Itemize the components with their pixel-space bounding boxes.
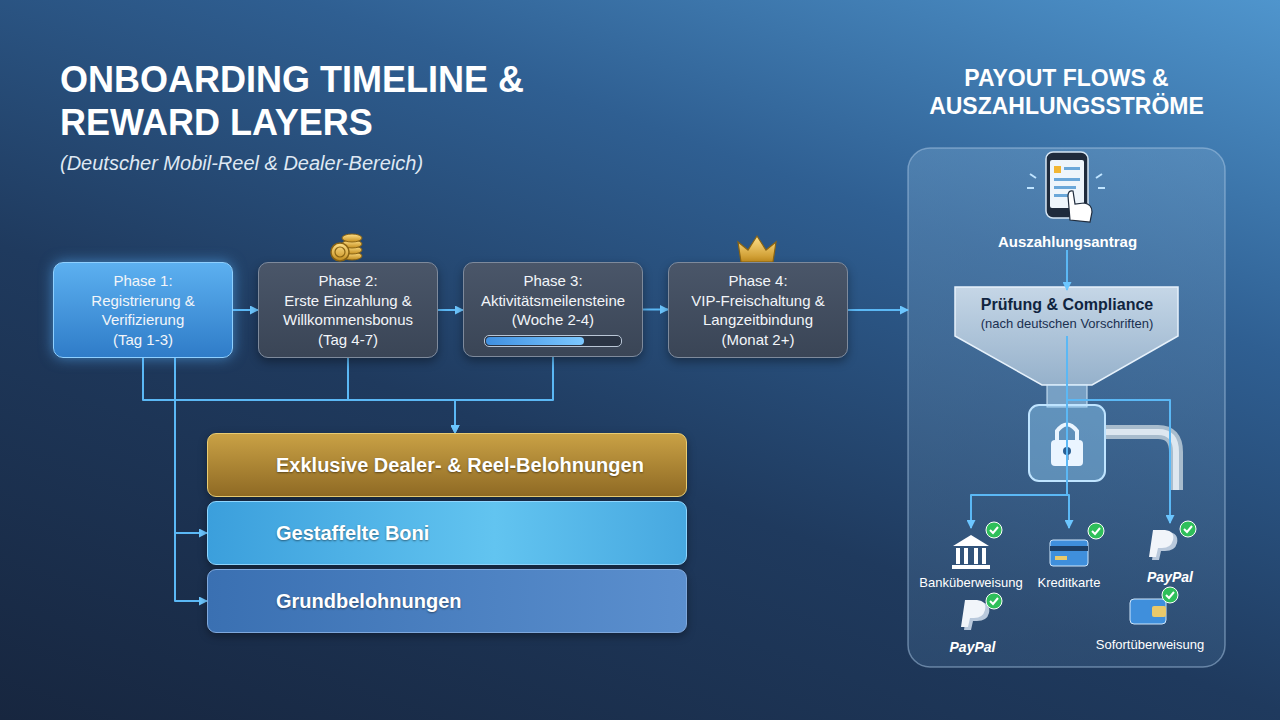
phase-box: Phase 1:Registrierung & Verifizierung(Ta… bbox=[53, 262, 233, 358]
card-icon bbox=[1050, 540, 1088, 566]
node-text: (Monat 2+) bbox=[722, 330, 795, 350]
payout-step: Auszahlungsantrag bbox=[985, 222, 1150, 250]
node-text: PAYOUT FLOWS & AUSZAHLUNGSSTRÖME bbox=[898, 64, 1235, 120]
payout-panel: PAYOUT FLOWS & AUSZAHLUNGSSTRÖMEAuszahlu… bbox=[908, 148, 1225, 667]
connector-arrow bbox=[1067, 336, 1170, 523]
bank-icon bbox=[952, 535, 990, 569]
connector-arrow bbox=[175, 358, 207, 601]
diagram-title: ONBOARDING TIMELINE & REWARD LAYERS bbox=[60, 58, 530, 144]
connector-arrow bbox=[1066, 250, 1068, 290]
phase-box: Phase 2:Erste Einzahlung & Willkommensbo… bbox=[258, 262, 438, 358]
node-text: Exklusive Dealer- & Reel-Belohnungen bbox=[276, 454, 644, 477]
phase-box: Phase 3:Aktivitätsmeilensteine(Woche 2-4… bbox=[463, 262, 643, 357]
subtitle-note: (Deutscher Mobil-Reel & Dealer-Bereich) bbox=[60, 152, 660, 175]
coin-icon bbox=[331, 234, 362, 261]
phone-icon bbox=[1027, 152, 1105, 222]
connector-arrow bbox=[643, 309, 668, 311]
node-text: Kreditkarte bbox=[1038, 575, 1101, 590]
payout-method: PayPal bbox=[1135, 523, 1205, 585]
phase-box: Phase 4:VIP-Freischaltung & Langzeitbind… bbox=[668, 262, 848, 358]
reward-band: Gestaffelte Boni bbox=[207, 501, 687, 565]
node-text: Phase 3: bbox=[523, 271, 582, 291]
connector-arrow bbox=[971, 336, 1067, 528]
reward-band: Exklusive Dealer- & Reel-Belohnungen bbox=[207, 433, 687, 497]
node-text: Banküberweisung bbox=[919, 575, 1022, 590]
node-text: (Tag 4-7) bbox=[318, 330, 378, 350]
node-text: Auszahlungsantrag bbox=[998, 233, 1137, 250]
connector-arrow bbox=[455, 357, 553, 433]
node-text: Phase 2: bbox=[318, 271, 377, 291]
payout-method: PayPal bbox=[935, 595, 1010, 655]
connector-arrow bbox=[143, 358, 455, 433]
node-text: (nach deutschen Vorschriften) bbox=[981, 316, 1154, 331]
progress-bar bbox=[484, 335, 622, 347]
node-text: Prüfung & Compliance bbox=[981, 296, 1153, 314]
node-text: VIP-Freischaltung & Langzeitbindung bbox=[675, 291, 841, 330]
payout-panel bbox=[908, 148, 1225, 667]
reward-band: Grundbelohnungen bbox=[207, 569, 687, 633]
node-text: Phase 1: bbox=[113, 271, 172, 291]
compliance-funnel: Prüfung & Compliance (nach deutschen Vors… bbox=[958, 290, 1176, 336]
node-text: Aktivitätsmeilensteine bbox=[481, 291, 625, 311]
paypal-icon bbox=[1149, 530, 1177, 560]
node-text: PayPal bbox=[950, 639, 996, 655]
node-text: (Tag 1-3) bbox=[113, 330, 173, 350]
connector-arrow bbox=[348, 358, 455, 433]
node-text: Sofortüberweisung bbox=[1096, 637, 1204, 652]
node-text: Registrierung & Verifizierung bbox=[60, 291, 226, 330]
check-ticks bbox=[990, 526, 1192, 604]
connector-arrow bbox=[438, 309, 463, 311]
connector-arrow bbox=[233, 309, 258, 311]
payout-method: Sofortüberweisung bbox=[1082, 595, 1218, 652]
node-text: Erste Einzahlung & Willkommensbonus bbox=[265, 291, 431, 330]
connector-arrow bbox=[848, 309, 908, 311]
progress-fill bbox=[486, 337, 584, 345]
node-text: (Woche 2-4) bbox=[512, 310, 594, 330]
crown-icon bbox=[738, 236, 776, 262]
check-marks bbox=[986, 521, 1196, 609]
wallet-icon bbox=[1130, 599, 1166, 624]
payout-method: Kreditkarte bbox=[1030, 528, 1108, 590]
payout-method: Banküberweisung bbox=[912, 528, 1030, 590]
node-text: Phase 4: bbox=[728, 271, 787, 291]
node-text: PayPal bbox=[1147, 569, 1193, 585]
node-text: Gestaffelte Boni bbox=[276, 522, 429, 545]
connector-arrow bbox=[175, 358, 207, 533]
node-text: Grundbelohnungen bbox=[276, 590, 462, 613]
paypal-icon bbox=[961, 600, 989, 630]
